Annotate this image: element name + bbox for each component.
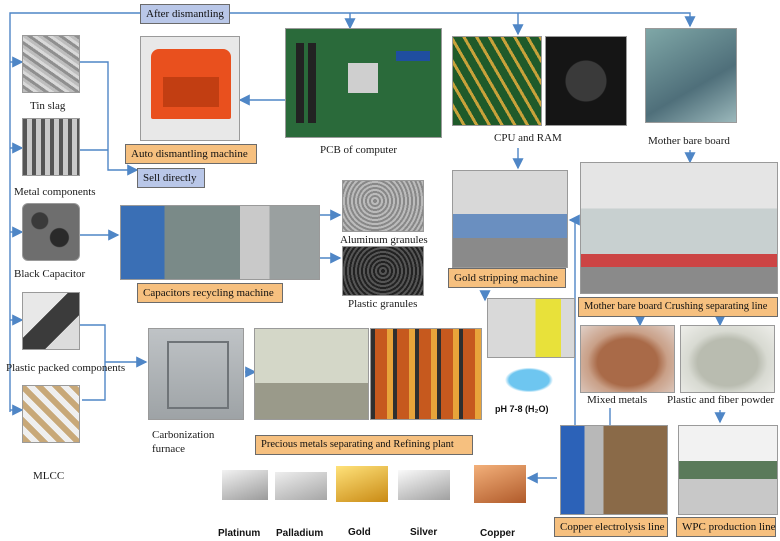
pcb-label: PCB of computer xyxy=(320,144,397,156)
aluminum-label: Aluminum granules xyxy=(340,234,428,246)
gold-stripping-photo xyxy=(452,170,568,268)
tin-slag-photo xyxy=(22,35,80,93)
metal-label-platinum: Platinum xyxy=(218,528,261,539)
plastic-granules-photo xyxy=(342,246,424,296)
mixed-metals-photo xyxy=(580,325,675,393)
crushing-line-photo xyxy=(580,162,778,294)
gold-ingot xyxy=(336,466,388,502)
plastic-fiber-photo xyxy=(680,325,775,393)
cpu-socket-photo xyxy=(545,36,627,126)
pcb-photo xyxy=(285,28,442,138)
crushing-line-box: Mother bare board Crushing separating li… xyxy=(578,297,778,317)
mlcc-photo xyxy=(22,385,80,443)
black-capacitor-photo xyxy=(22,203,80,261)
mother-board-photo xyxy=(645,28,737,123)
silver-ingot xyxy=(398,470,450,500)
mixed-metals-label: Mixed metals xyxy=(587,394,648,406)
refining-tanks-photo xyxy=(370,328,482,420)
wpc-line-box: WPC production line xyxy=(676,517,776,537)
mother-board-label: Mother bare board xyxy=(648,135,730,147)
mlcc-label: MLCC xyxy=(33,470,65,482)
water-splash-photo xyxy=(494,362,564,392)
plastic-packed-label: Plastic packed components xyxy=(6,362,126,374)
after-dismantling-box: After dismantling xyxy=(140,4,230,24)
carbonization-label: Carbonization furnace xyxy=(152,429,215,455)
auto-dismantling-box: Auto dismantling machine xyxy=(125,144,257,164)
carbonization-furnace-photo xyxy=(148,328,244,420)
plastic-fiber-label: Plastic and fiber powder xyxy=(667,394,775,406)
metal-label-copper: Copper xyxy=(480,528,515,539)
copper-electrolysis-box: Copper electrolysis line xyxy=(554,517,668,537)
copper-electrolysis-photo xyxy=(560,425,668,515)
tin-slag-label: Tin slag xyxy=(30,100,66,112)
copper-ingot xyxy=(474,465,526,503)
refining-plant-box: Precious metals separating and Refining … xyxy=(255,435,473,455)
refining-plant-photo xyxy=(254,328,369,420)
metal-label-gold: Gold xyxy=(348,527,371,538)
gold-stripping-box: Gold stripping machine xyxy=(448,268,566,288)
metal-label-palladium: Palladium xyxy=(276,528,324,539)
aluminum-granules-photo xyxy=(342,180,424,232)
cpu-ram-label: CPU and RAM xyxy=(494,132,562,144)
plastic-packed-photo xyxy=(22,292,80,350)
platinum-ingot xyxy=(222,470,268,500)
tanks-photo xyxy=(487,298,575,358)
auto-dismantling-photo xyxy=(140,36,240,141)
metal-components-label: Metal components xyxy=(14,186,96,198)
capacitors-recycling-box: Capacitors recycling machine xyxy=(137,283,283,303)
metal-label-silver: Silver xyxy=(410,527,438,538)
sell-directly-box: Sell directly xyxy=(137,168,205,188)
palladium-ingot xyxy=(275,472,327,500)
capacitors-machine-photo xyxy=(120,205,320,280)
black-capacitor-label: Black Capacitor xyxy=(14,268,86,280)
ph-label: pH 7-8 (H₂O) xyxy=(495,404,549,414)
plastic-granules-label: Plastic granules xyxy=(348,298,418,310)
metal-components-photo xyxy=(22,118,80,176)
wpc-line-photo xyxy=(678,425,778,515)
cpu-ram-photo xyxy=(452,36,542,126)
